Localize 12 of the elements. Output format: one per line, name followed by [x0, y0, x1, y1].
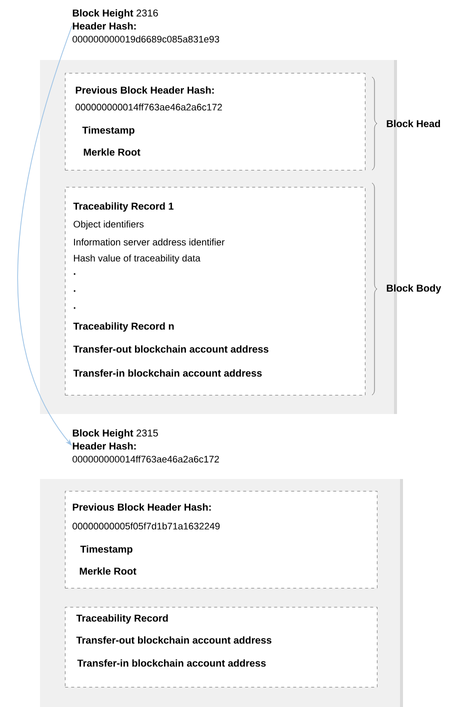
- section-label: Block Body: [386, 284, 442, 294]
- node-label: Block Height 2315: [72, 429, 158, 439]
- node-label: 000000000014ff763ae46a2a6c172: [72, 456, 219, 463]
- section-label: Block Head: [386, 120, 440, 128]
- field-box: Previous Block Header Hash: 000000000014ff763ae46a2a6c172 Timestamp Merkle Root: [65, 73, 366, 170]
- field-box: Traceability Record Transfer-out blockchain account address Transfer-in blockchain account address: [65, 607, 378, 688]
- node-label: Block Height 2316: [72, 9, 158, 19]
- node-label: Header Hash:: [72, 22, 136, 30]
- node-label: Header Hash:: [72, 442, 136, 450]
- field-box: Previous Block Header Hash: 00000000005f05f7d1b71a1632249 Timestamp Merkle Root: [65, 491, 378, 588]
- node-label: 000000000019d6689c085a831e93: [72, 36, 220, 43]
- field-box: Traceability Record 1 Object identifiers Information server address identifier Hash value of traceability data . . . Traceability Record n Transfer-out blockchain account address Transfer-in blockchain account address: [65, 187, 366, 396]
